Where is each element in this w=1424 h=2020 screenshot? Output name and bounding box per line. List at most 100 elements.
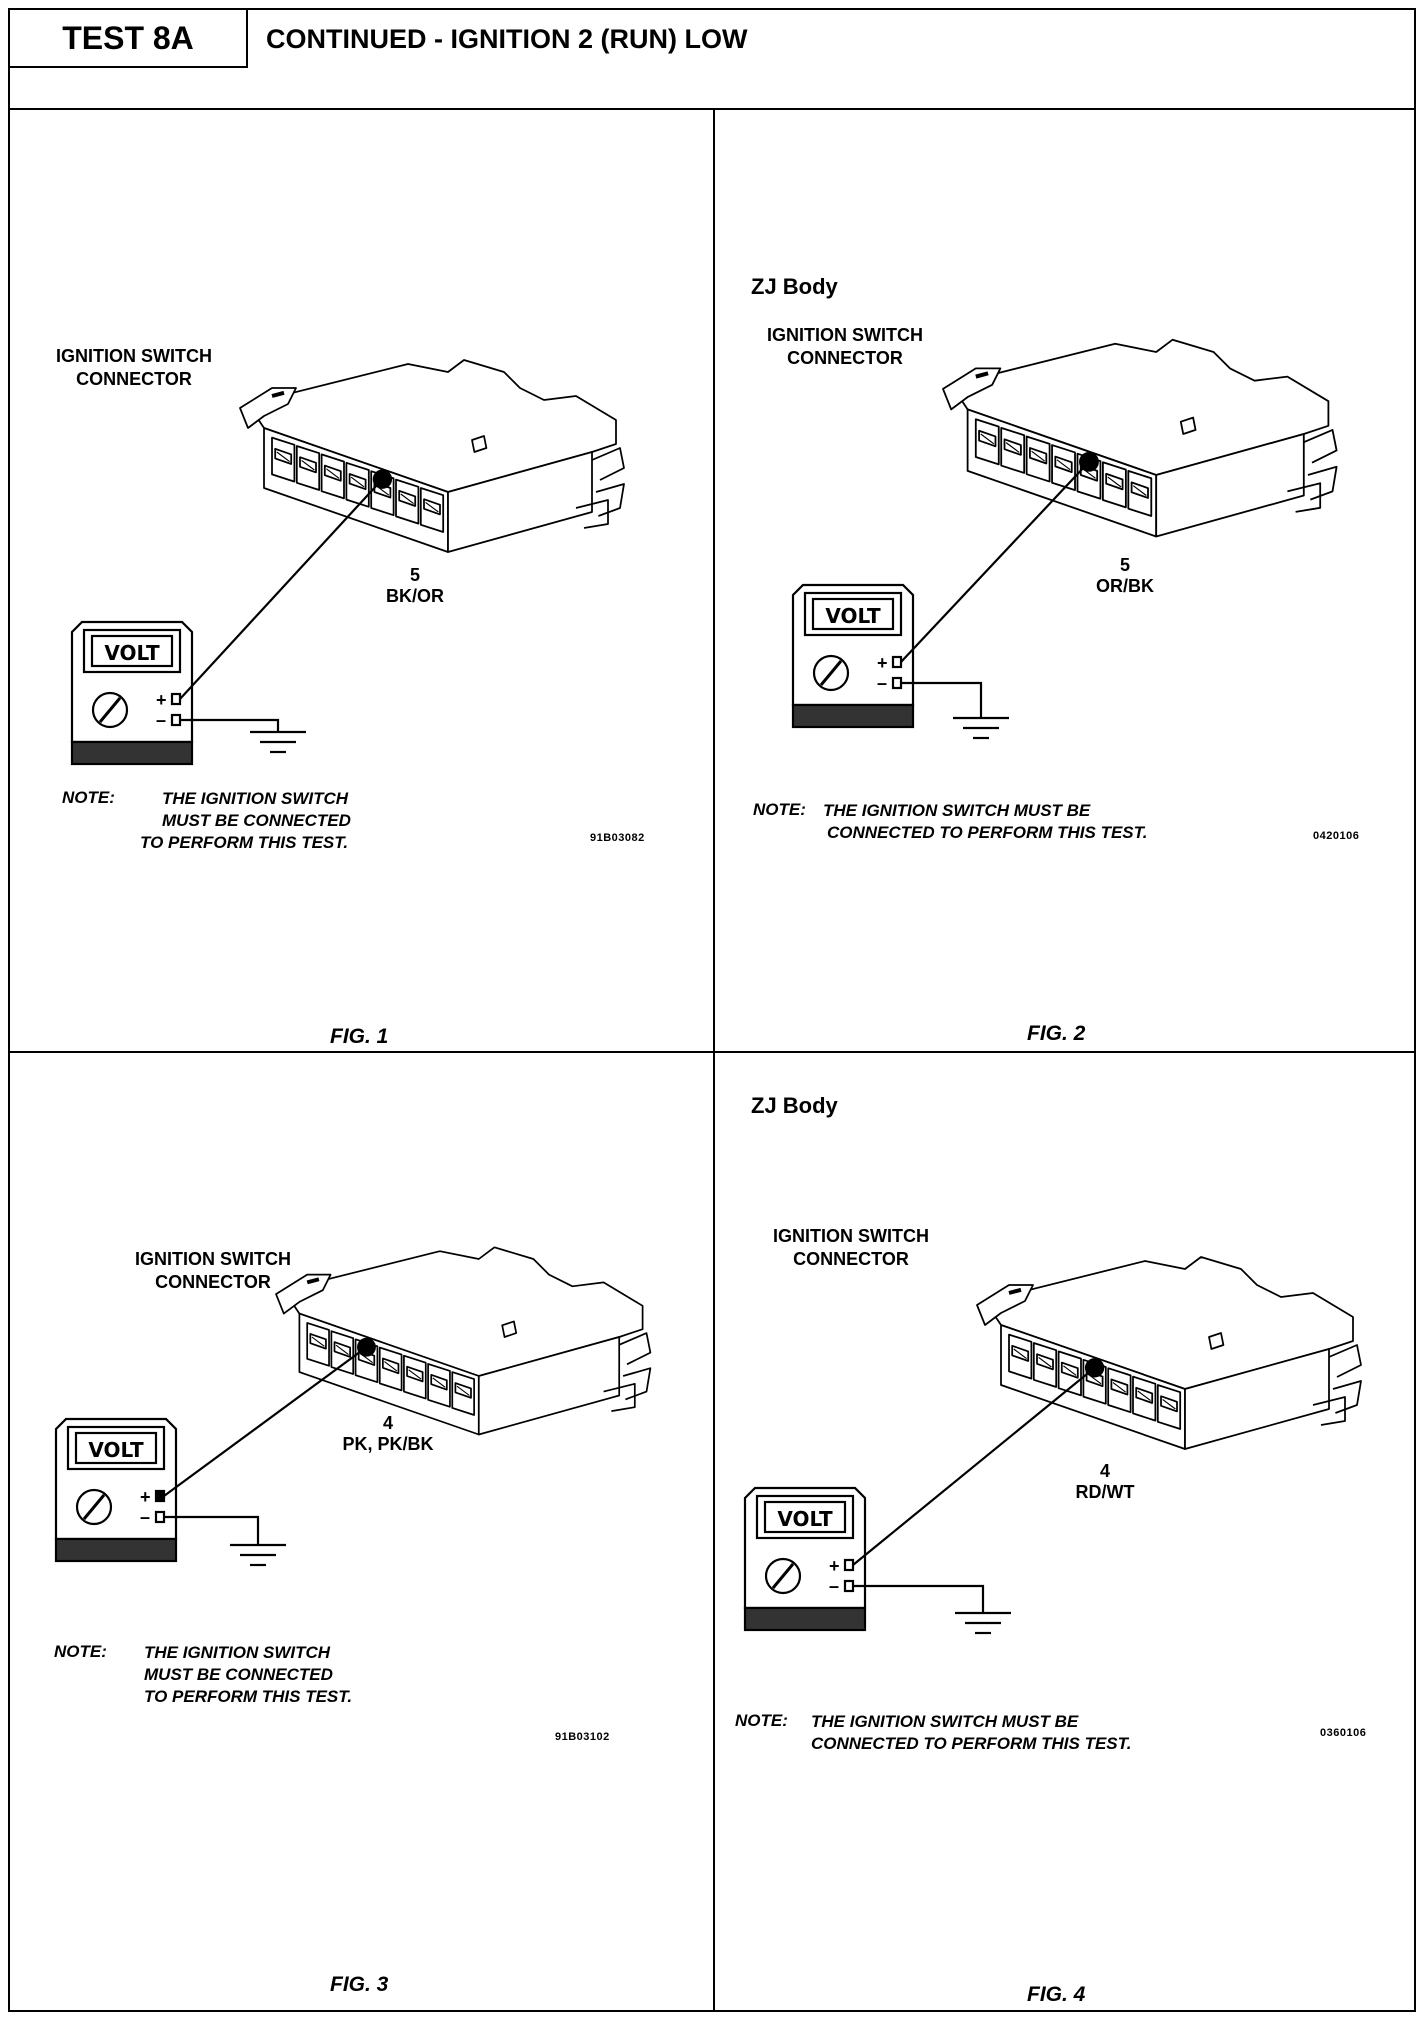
test-lead xyxy=(179,478,384,700)
figure-2-panel: VOLT+– ZJ Body IGNITION SWITCH CONNECTOR… xyxy=(713,108,1416,1053)
pin-label: 5 OR/BK xyxy=(1080,555,1170,597)
pin-number: 5 xyxy=(409,565,420,585)
note-line3: TO PERFORM THIS TEST. xyxy=(140,833,349,852)
note-text: THE IGNITION SWITCH MUST BE CONNECTED TO… xyxy=(144,1642,352,1708)
meter-label: VOLT xyxy=(88,1438,144,1462)
test-lead xyxy=(853,1584,985,1613)
note-key: NOTE: xyxy=(753,800,806,819)
connector-label: IGNITION SWITCH CONNECTOR xyxy=(56,345,212,391)
note-line2: MUST BE CONNECTED xyxy=(144,1665,333,1684)
note-line1: THE IGNITION SWITCH xyxy=(144,1643,331,1662)
connector-cavity xyxy=(1057,1350,1082,1397)
figure-2-diagram: VOLT+– xyxy=(791,338,1338,740)
test-lead xyxy=(901,681,983,718)
plus-sign: + xyxy=(156,690,167,710)
connector-label-line2: CONNECTOR xyxy=(793,1249,909,1269)
voltmeter-icon: VOLT+– xyxy=(54,1417,178,1563)
meter-label: VOLT xyxy=(777,1507,833,1531)
connector-label-line2: CONNECTOR xyxy=(787,348,903,368)
note-line2: MUST BE CONNECTED xyxy=(162,811,351,830)
test-number: TEST 8A xyxy=(10,10,248,68)
connector-cavity xyxy=(1025,435,1051,483)
plus-sign: + xyxy=(140,1487,151,1507)
connector-label-line1: IGNITION SWITCH xyxy=(56,346,212,366)
negative-terminal xyxy=(170,713,182,727)
connector-cavity xyxy=(451,1371,475,1416)
figure-1-diagram: VOLT+– xyxy=(70,359,625,766)
connector-cavity xyxy=(320,453,345,500)
note-text: THE IGNITION SWITCH MUST BE CONNECTED TO… xyxy=(823,800,1148,844)
connector-cavity xyxy=(378,1346,403,1392)
ground-symbol xyxy=(955,1611,1011,1635)
ground-symbol xyxy=(250,730,306,754)
connector-label-line1: IGNITION SWITCH xyxy=(767,325,923,345)
wire-color: PK, PK/BK xyxy=(342,1434,434,1454)
note-text: THE IGNITION SWITCH MUST BE CONNECTED TO… xyxy=(811,1711,1132,1755)
figure-3-panel: VOLT+– IGNITION SWITCH CONNECTOR 4 PK, P… xyxy=(8,1051,715,2012)
pin-number: 4 xyxy=(382,1413,393,1433)
figure-1-panel: VOLT+– IGNITION SWITCH CONNECTOR 5 BK/OR… xyxy=(8,108,715,1053)
note-line1: THE IGNITION SWITCH xyxy=(162,789,349,808)
note-line3: TO PERFORM THIS TEST. xyxy=(144,1687,353,1706)
figure-4-panel: VOLT +– ZJ Body IGNITION SWITCH CONNECTOR… xyxy=(713,1051,1416,2012)
connector-cavity xyxy=(345,461,370,508)
negative-terminal xyxy=(843,1579,855,1593)
connector-cavity xyxy=(427,1363,451,1408)
pin-label: 4 PK, PK/BK xyxy=(328,1413,448,1455)
ignition-switch-connector xyxy=(976,1256,1362,1450)
connector-cavity xyxy=(403,1354,427,1400)
connector-cavity xyxy=(1000,426,1026,474)
connector-cavity xyxy=(330,1330,355,1375)
note-key: NOTE: xyxy=(62,788,115,807)
positive-terminal xyxy=(170,692,182,706)
pin-label: 4 RD/WT xyxy=(1060,1461,1150,1503)
positive-terminal xyxy=(891,655,903,669)
body-label: ZJ Body xyxy=(751,1093,838,1118)
wire-color: OR/BK xyxy=(1096,576,1154,596)
connector-cavity xyxy=(974,418,1000,466)
connector-cavity xyxy=(1051,444,1076,492)
connector-cavity xyxy=(1127,469,1153,517)
pin-label: 5 BK/OR xyxy=(370,565,460,607)
figure-caption: FIG. 1 xyxy=(330,1025,389,1048)
connector-cavity xyxy=(1156,1384,1182,1430)
connector-label: IGNITION SWITCH CONNECTOR xyxy=(773,1225,929,1271)
voltmeter-icon: VOLT+– xyxy=(791,583,915,729)
ignition-switch-connector xyxy=(275,1246,652,1436)
connector-label: IGNITION SWITCH CONNECTOR xyxy=(767,324,923,370)
test-lead xyxy=(164,1515,260,1545)
wire-color: RD/WT xyxy=(1075,1482,1135,1502)
test-lead xyxy=(180,718,280,732)
figure-code: 0360106 xyxy=(1320,1727,1367,1739)
note-text: THE IGNITION SWITCH MUST BE CONNECTED TO… xyxy=(140,788,351,854)
connector-cavity xyxy=(1107,1367,1132,1414)
minus-sign: – xyxy=(877,673,887,693)
voltmeter-icon: VOLT +– xyxy=(743,1486,867,1632)
connector-cavity xyxy=(295,445,321,491)
connector-label-line1: IGNITION SWITCH xyxy=(773,1226,929,1246)
connector-cavity xyxy=(271,436,296,483)
connector-cavity xyxy=(395,478,420,525)
connector-label-line1: IGNITION SWITCH xyxy=(135,1249,291,1269)
note-key: NOTE: xyxy=(54,1642,107,1661)
figure-code: 91B03102 xyxy=(555,1731,610,1743)
plus-sign: + xyxy=(829,1556,840,1576)
test-lead xyxy=(900,461,1090,663)
connector-label-line2: CONNECTOR xyxy=(76,369,192,389)
connector-cavity xyxy=(1132,1375,1157,1422)
minus-sign: – xyxy=(829,1576,839,1596)
wire-color: BK/OR xyxy=(386,586,444,606)
body-label: ZJ Body xyxy=(751,274,838,299)
note-key: NOTE: xyxy=(735,1711,788,1730)
connector-cavity xyxy=(1008,1333,1033,1380)
connector-label-line2: CONNECTOR xyxy=(155,1272,271,1292)
negative-terminal xyxy=(891,676,903,690)
pin-number: 5 xyxy=(1119,555,1130,575)
figure-caption: FIG. 4 xyxy=(1027,1983,1086,2006)
ignition-switch-connector xyxy=(942,338,1338,538)
meter-label: VOLT xyxy=(104,641,160,665)
figure-code: 0420106 xyxy=(1313,830,1360,842)
figure-4-diagram: VOLT +– xyxy=(743,1256,1362,1635)
voltmeter-icon: VOLT+– xyxy=(70,620,194,766)
note-line2: CONNECTED TO PERFORM THIS TEST. xyxy=(811,1734,1132,1753)
